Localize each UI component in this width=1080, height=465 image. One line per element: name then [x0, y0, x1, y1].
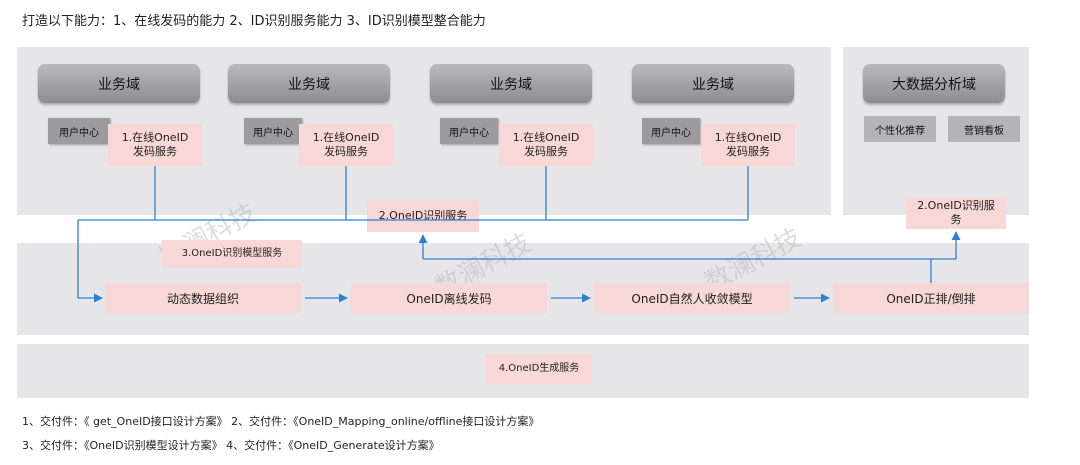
- service-line2: 务: [950, 213, 962, 226]
- service-line2: 发码服务: [133, 145, 177, 158]
- business-domain-header: 业务域: [228, 64, 390, 103]
- model-service-label: 3.OneID识别模型服务: [162, 240, 302, 268]
- service-line2: 发码服务: [324, 145, 368, 158]
- user-center-box: 用户中心: [440, 118, 498, 144]
- connector-line: [77, 220, 103, 303]
- business-domain-header: 业务域: [430, 64, 592, 103]
- bigdata-domain-header: 大数据分析域: [863, 64, 1005, 103]
- service-line1: 2.OneID识别服: [917, 199, 995, 212]
- user-center-box: 用户中心: [642, 118, 700, 144]
- service-line1: 1.在线OneID: [714, 131, 782, 144]
- personalized-recommendation-box: 个性化推荐: [864, 116, 936, 142]
- pipeline-step-offline-coding: OneID离线发码: [351, 283, 547, 313]
- online-oneid-service-box: 1.在线OneID 发码服务: [299, 124, 393, 166]
- pipeline-step-dynamic-data: 动态数据组织: [105, 283, 301, 313]
- marketing-dashboard-box: 营销看板: [948, 116, 1020, 142]
- online-oneid-service-box: 1.在线OneID 发码服务: [108, 124, 202, 166]
- pipeline-step-index: OneID正排/倒排: [833, 283, 1029, 313]
- service-line2: 发码服务: [524, 145, 568, 158]
- generate-service-box: 4.OneID生成服务: [486, 354, 592, 384]
- service-line1: 1.在线OneID: [312, 131, 380, 144]
- bigdata-recognition-service-box: 2.OneID识别服 务: [906, 197, 1006, 229]
- business-domain-header: 业务域: [38, 64, 200, 103]
- recognition-service-box: 2.OneID识别服务: [367, 200, 479, 232]
- service-line1: 1.在线OneID: [512, 131, 580, 144]
- online-oneid-service-box: 1.在线OneID 发码服务: [701, 124, 795, 166]
- deliverable-line: 1、交付件：《 get_OneID接口设计方案》 2、交付件：《OneID_Ma…: [22, 415, 540, 428]
- user-center-box: 用户中心: [244, 118, 302, 144]
- online-oneid-service-box: 1.在线OneID 发码服务: [499, 124, 593, 166]
- service-line1: 1.在线OneID: [121, 131, 189, 144]
- pipeline-step-convergence-model: OneID自然人收敛模型: [594, 283, 790, 313]
- deliverable-line: 3、交付件：《OneID识别模型设计方案》 4、交付件：《OneID_Gener…: [22, 439, 440, 452]
- business-domain-header: 业务域: [632, 64, 794, 103]
- diagram-heading: 打造以下能力：1、在线发码的能力 2、ID识别服务能力 3、ID识别模型整合能力: [22, 14, 486, 29]
- service-line2: 发码服务: [726, 145, 770, 158]
- user-center-box: 用户中心: [48, 118, 110, 144]
